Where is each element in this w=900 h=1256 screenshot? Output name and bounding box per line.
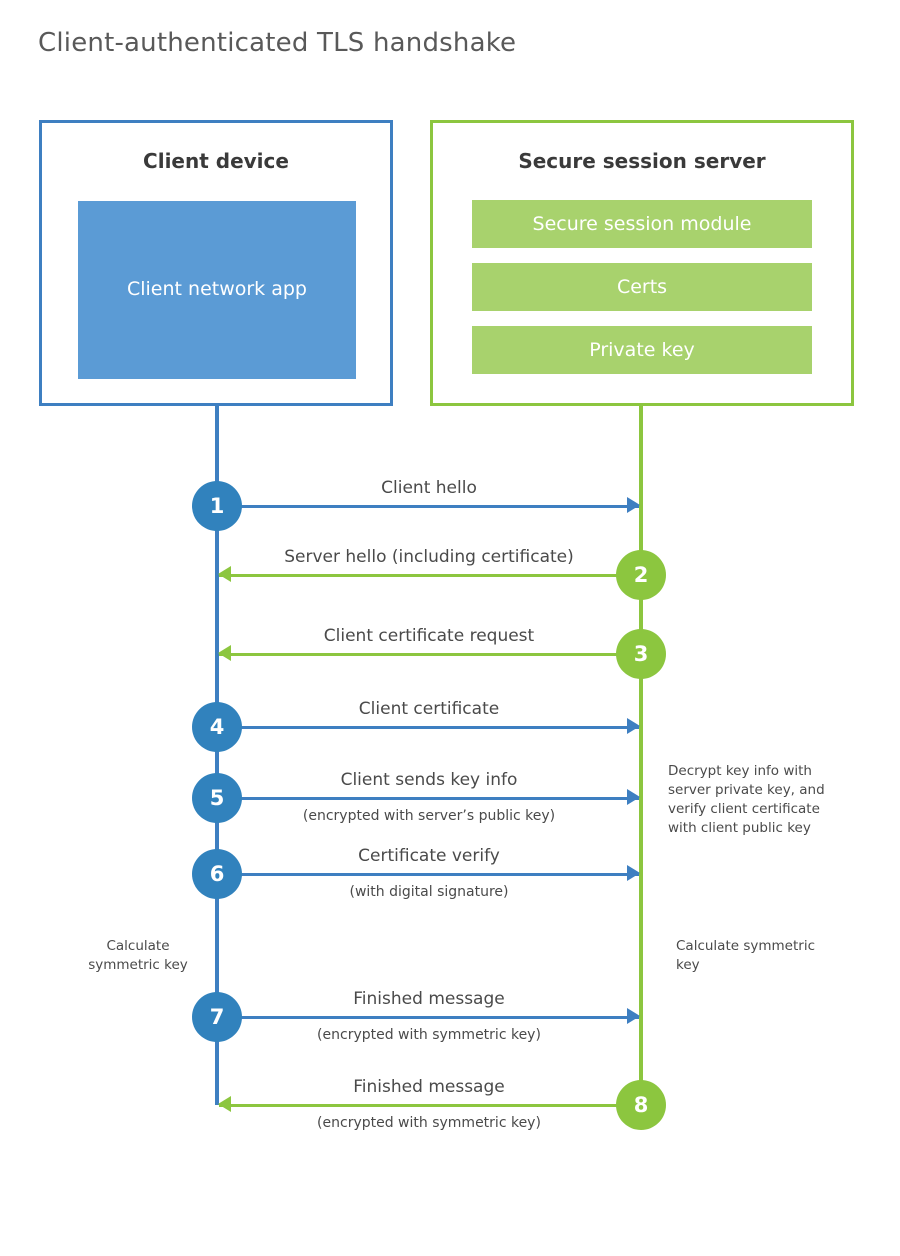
message-sublabel-6: (with digital signature) <box>349 884 509 900</box>
message-arrow-6 <box>219 873 639 876</box>
message-sublabel-7: (encrypted with symmetric key) <box>317 1027 541 1043</box>
secure-session-server-box: Secure session server Secure session mod… <box>430 120 854 406</box>
message-arrow-5 <box>219 797 639 800</box>
message-arrow-2 <box>219 574 639 577</box>
message-arrow-4 <box>219 726 639 729</box>
page-title: Client-authenticated TLS handshake <box>38 28 517 58</box>
step-circle-5[interactable]: 5 <box>192 773 242 823</box>
server-module-secure-session-module: Secure session module <box>472 200 812 248</box>
arrow-head-1 <box>627 497 640 513</box>
message-arrow-8 <box>219 1104 639 1107</box>
message-label-3: Client certificate request <box>323 626 535 646</box>
server-lifeline <box>639 403 643 1105</box>
message-arrow-7 <box>219 1016 639 1019</box>
message-sublabel-8: (encrypted with symmetric key) <box>317 1115 541 1131</box>
server-module-private-key: Private key <box>472 326 812 374</box>
message-label-1: Client hello <box>381 478 477 498</box>
client-device-title: Client device <box>143 149 289 173</box>
step-circle-8[interactable]: 8 <box>616 1080 666 1130</box>
message-label-2: Server hello (including certificate) <box>284 547 574 567</box>
arrow-head-7 <box>627 1008 640 1024</box>
step-circle-7[interactable]: 7 <box>192 992 242 1042</box>
arrow-head-4 <box>627 718 640 734</box>
message-label-6: Certificate verify <box>358 846 500 866</box>
message-sublabel-5: (encrypted with server’s public key) <box>302 808 556 824</box>
step-circle-4[interactable]: 4 <box>192 702 242 752</box>
step-circle-2[interactable]: 2 <box>616 550 666 600</box>
message-arrow-3 <box>219 653 639 656</box>
note-calculate-symmetric-key-server: Calculate symmetric key <box>676 938 815 974</box>
note-calculate-symmetric-key-client: Calculate symmetric key <box>88 938 188 974</box>
client-network-app-block: Client network app <box>78 201 356 379</box>
arrow-head-5 <box>627 789 640 805</box>
message-label-7: Finished message <box>353 989 505 1009</box>
client-lifeline <box>215 403 219 1105</box>
arrow-head-2 <box>218 566 231 582</box>
message-label-8: Finished message <box>353 1077 505 1097</box>
message-label-4: Client certificate <box>358 699 500 719</box>
note-decrypt-key-info: Decrypt key info with server private key… <box>668 763 825 837</box>
step-circle-6[interactable]: 6 <box>192 849 242 899</box>
server-module-certs: Certs <box>472 263 812 311</box>
secure-session-server-title: Secure session server <box>518 149 766 173</box>
step-circle-1[interactable]: 1 <box>192 481 242 531</box>
arrow-head-6 <box>627 865 640 881</box>
step-circle-3[interactable]: 3 <box>616 629 666 679</box>
arrow-head-3 <box>218 645 231 661</box>
message-arrow-1 <box>219 505 639 508</box>
arrow-head-8 <box>218 1096 231 1112</box>
message-label-5: Client sends key info <box>340 770 518 790</box>
client-device-box: Client device Client network app <box>39 120 393 406</box>
